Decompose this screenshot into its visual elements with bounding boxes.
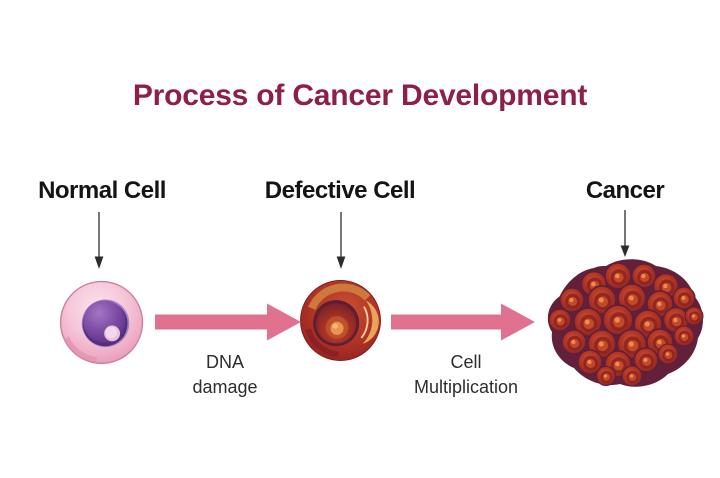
down-pointer-arrow-normal-cell [94, 212, 104, 269]
normal-cell-illustration [59, 280, 144, 365]
transition-dna-line2: damage [192, 377, 258, 397]
down-pointer-arrow-cancer [620, 210, 630, 257]
transition-mult-line1: Cell [450, 352, 482, 372]
flow-arrow-cell-multiplication [391, 303, 535, 341]
stage-label-cancer: Cancer [585, 177, 665, 204]
down-pointer-arrow-defective-cell [336, 212, 346, 269]
stage-label-defective-cell: Defective Cell [264, 177, 416, 204]
transition-dna-line1: DNA [205, 352, 244, 372]
diagram-title: Process of Cancer Development [132, 79, 588, 112]
flow-arrow-dna-damage [155, 303, 301, 341]
cancer-cluster-illustration [547, 259, 704, 387]
defective-cell-illustration [300, 280, 381, 361]
transition-label-dna-damage: DNA damage [145, 350, 305, 400]
stage-label-normal-cell: Normal Cell [38, 177, 166, 204]
transition-mult-line2: Multiplication [413, 377, 519, 397]
transition-label-cell-multiplication: Cell Multiplication [386, 350, 546, 400]
